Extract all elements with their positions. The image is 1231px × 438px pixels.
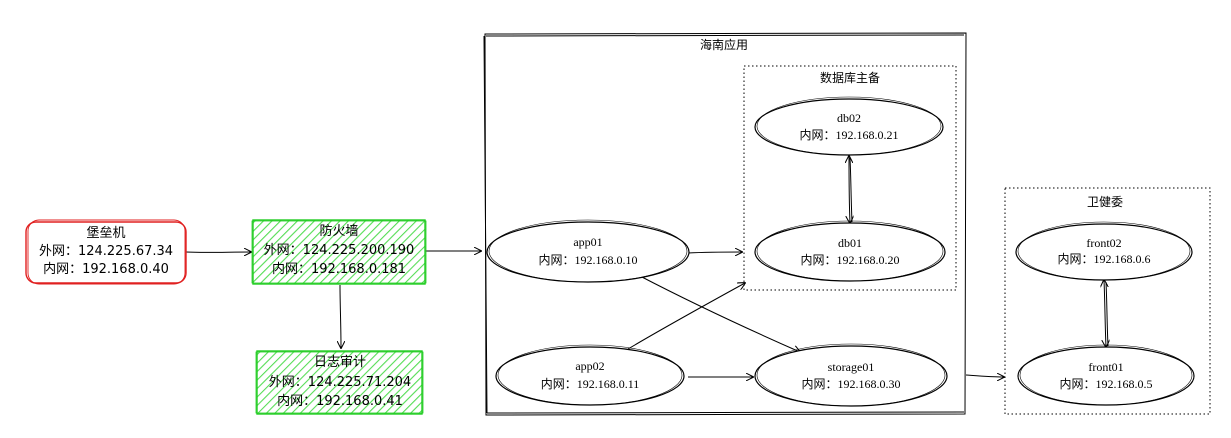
db02-internal-ip: 内网：192.168.0.21	[799, 128, 898, 142]
node-log-audit[interactable]: 日志审计 外网：124.225.71.204 内网：192.168.0.41	[255, 350, 424, 415]
edge-app01-db-cluster	[687, 252, 742, 253]
front01-internal-ip: 内网：192.168.0.5	[1059, 377, 1152, 391]
app02-internal-ip: 内网：192.168.0.11	[541, 377, 640, 391]
front01-title: front01	[1088, 360, 1123, 374]
app01-title: app01	[573, 235, 602, 249]
bastion-internal-ip: 内网：192.168.0.40	[43, 261, 169, 277]
storage01-title: storage01	[828, 360, 875, 374]
firewall-title: 防火墙	[319, 223, 358, 239]
app01-internal-ip: 内网：192.168.0.10	[538, 253, 637, 267]
edge-firewall-logaudit	[340, 284, 341, 348]
edge-app02-db-cluster	[627, 283, 745, 350]
node-app02[interactable]: app02 内网：192.168.0.11	[495, 344, 685, 406]
log-audit-title: 日志审计	[314, 355, 366, 370]
edge-hainan-weijianwei	[965, 375, 1004, 377]
db01-internal-ip: 内网：192.168.0.20	[800, 253, 899, 267]
bastion-external-ip: 外网：124.225.67.34	[39, 244, 173, 259]
node-front02[interactable]: front02 内网：192.168.0.6	[1015, 221, 1193, 281]
db01-title: db01	[838, 236, 862, 250]
group-db-cluster: 数据库主备	[743, 65, 957, 291]
node-db02[interactable]: db02 内网：192.168.0.21	[754, 96, 944, 156]
front02-title: front02	[1086, 236, 1121, 250]
edge-db01-db02	[849, 156, 850, 223]
group-hainan-title: 海南应用	[700, 37, 748, 52]
db02-title: db02	[837, 111, 861, 125]
app02-title: app02	[575, 359, 604, 373]
log-audit-internal-ip: 内网：192.168.0.41	[277, 393, 403, 409]
edges	[185, 156, 1109, 377]
node-app01[interactable]: app01 内网：192.168.0.10	[486, 219, 690, 283]
node-bastion[interactable]: 堡垒机 外网：124.225.67.34 内网：192.168.0.40	[25, 219, 187, 285]
group-weijianwei-title: 卫健委	[1087, 195, 1123, 209]
edge-app01-storage01	[639, 275, 800, 352]
group-weijianwei: 卫健委	[1004, 187, 1211, 415]
node-front01[interactable]: front01 内网：192.168.0.5	[1017, 344, 1195, 406]
firewall-internal-ip: 内网：192.168.0.181	[272, 261, 406, 277]
node-firewall[interactable]: 防火墙 外网：124.225.200.190 内网：192.168.0.181	[251, 219, 427, 285]
storage01-internal-ip: 内网：192.168.0.30	[801, 377, 900, 391]
bastion-title: 堡垒机	[86, 225, 125, 241]
group-db-cluster-title: 数据库主备	[820, 70, 880, 85]
edge-db01-db02-sketch	[849, 157, 853, 223]
group-hainan: 海南应用	[483, 32, 967, 416]
firewall-external-ip: 外网：124.225.200.190	[264, 243, 415, 258]
front02-internal-ip: 内网：192.168.0.6	[1057, 252, 1150, 266]
log-audit-external-ip: 外网：124.225.71.204	[269, 375, 411, 390]
edge-front01-front02-sketch	[1105, 281, 1109, 347]
node-storage01[interactable]: storage01 内网：192.168.0.30	[754, 343, 948, 407]
edge-front01-front02	[1104, 280, 1106, 347]
node-db01[interactable]: db01 内网：192.168.0.20	[754, 220, 946, 282]
